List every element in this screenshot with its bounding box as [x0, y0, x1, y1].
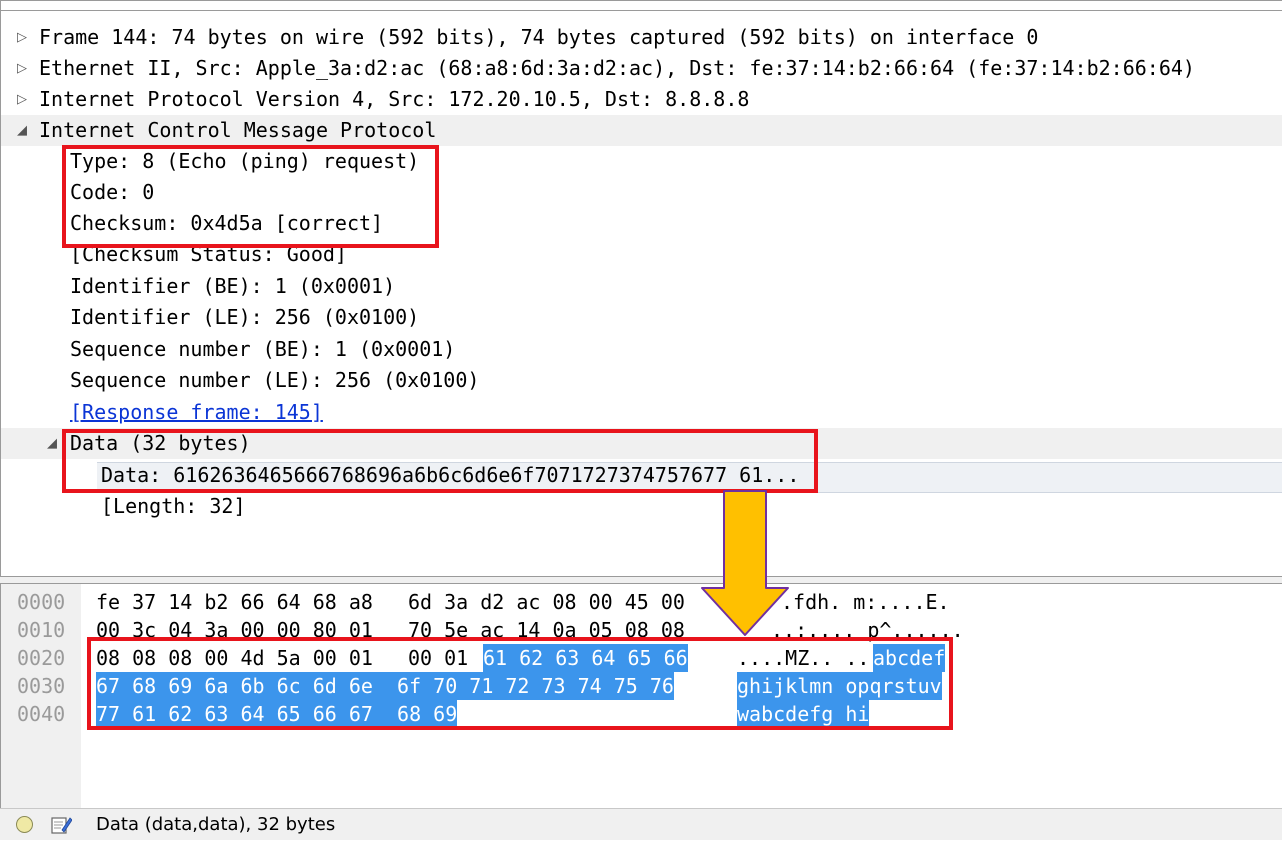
tree-row-icmp-checksum[interactable]: Checksum: 0x4d5a [correct]	[70, 211, 384, 235]
hex-row[interactable]: 0010 00 3c 04 3a 00 00 80 01 70 5e ac 14…	[1, 616, 1282, 644]
tree-row-sequence-le[interactable]: Sequence number (LE): 256 (0x0100)	[70, 368, 480, 392]
tree-row-data-section[interactable]: ◢ Data (32 bytes)	[1, 428, 1282, 459]
hex-bytes[interactable]: 08 08 08 00 4d 5a 00 01	[96, 646, 373, 670]
hex-offset: 0020	[17, 646, 66, 670]
offset-gutter	[1, 584, 81, 808]
tree-row-identifier-be[interactable]: Identifier (BE): 1 (0x0001)	[70, 274, 396, 298]
expert-info-led-icon[interactable]	[16, 816, 33, 833]
tree-row-frame[interactable]: ▷ Frame 144: 74 bytes on wire (592 bits)…	[1, 22, 1282, 53]
tree-row-checksum-status[interactable]: [Checksum Status: Good]	[70, 242, 347, 266]
tree-row-icmp[interactable]: ◢ Internet Control Message Protocol	[1, 115, 1282, 146]
tree-row-data-field[interactable]: Data: 6162636465666768696a6b6c6d6e6f7071…	[101, 463, 800, 487]
hex-row[interactable]: 0000 fe 37 14 b2 66 64 68 a8 6d 3a d2 ac…	[1, 588, 1282, 616]
ascii-bytes-selected[interactable]: wabcdefg hi	[737, 700, 870, 728]
hex-row[interactable]: 0020 08 08 08 00 4d 5a 00 01 00 01 61 62…	[1, 644, 1282, 672]
status-bar: Data (data,data), 32 bytes	[0, 808, 1282, 840]
hex-row[interactable]: 0030 67 68 69 6a 6b 6c 6d 6e 6f 70 71 72…	[1, 672, 1282, 700]
ascii-bytes[interactable]: .fdh. m:....E.	[781, 590, 950, 614]
hex-offset: 0040	[17, 702, 66, 726]
packet-details-pane: ▷ Frame 144: 74 bytes on wire (592 bits)…	[0, 0, 1282, 576]
annotation-down-arrow-icon	[701, 490, 789, 636]
ascii-bytes[interactable]: ....MZ.. ..	[737, 646, 870, 670]
collapse-triangle-icon[interactable]: ◢	[47, 436, 57, 451]
hex-bytes[interactable]: 00 3c 04 3a 00 00 80 01	[96, 618, 373, 642]
hex-bytes-selected[interactable]: 77 61 62 63 64 65 66 67 68 69	[96, 700, 458, 728]
ascii-bytes-selected[interactable]: ghijklmn opqrstuv	[737, 672, 942, 700]
packet-bytes-pane: 0000 fe 37 14 b2 66 64 68 a8 6d 3a d2 ac…	[0, 584, 1282, 808]
ascii-bytes-selected[interactable]: abcdef	[873, 644, 946, 672]
collapse-triangle-icon[interactable]: ◢	[17, 123, 27, 138]
hex-bytes[interactable]: fe 37 14 b2 66 64 68 a8	[96, 590, 373, 614]
expand-triangle-icon[interactable]: ▷	[17, 30, 27, 45]
hex-offset: 0000	[17, 590, 66, 614]
tree-row-icmp-code[interactable]: Code: 0	[70, 180, 155, 204]
hex-offset: 0030	[17, 674, 66, 698]
hex-bytes[interactable]: 00 01	[408, 646, 469, 670]
tree-row-data-length[interactable]: [Length: 32]	[101, 494, 246, 518]
tree-row-response-frame[interactable]: [Response frame: 145]	[1, 397, 1282, 428]
tree-row-identifier-le[interactable]: Identifier (LE): 256 (0x0100)	[70, 305, 420, 329]
selected-field-highlight	[97, 462, 1282, 493]
pane-splitter-handle[interactable]	[0, 576, 1282, 584]
expand-triangle-icon[interactable]: ▷	[17, 92, 27, 107]
status-text: Data (data,data), 32 bytes	[96, 814, 336, 835]
tree-row-icmp-type[interactable]: Type: 8 (Echo (ping) request)	[70, 149, 420, 173]
tree-row-ipv4[interactable]: ▷ Internet Protocol Version 4, Src: 172.…	[1, 84, 1282, 115]
expand-triangle-icon[interactable]: ▷	[17, 61, 27, 76]
hex-bytes-selected[interactable]: 67 68 69 6a 6b 6c 6d 6e 6f 70 71 72 73 7…	[96, 672, 674, 700]
hex-bytes-selected[interactable]: 61 62 63 64 65 66	[483, 644, 688, 672]
hex-offset: 0010	[17, 618, 66, 642]
pane-top-border	[1, 10, 1282, 11]
response-frame-link[interactable]: [Response frame: 145]	[70, 400, 323, 424]
tree-row-ethernet[interactable]: ▷ Ethernet II, Src: Apple_3a:d2:ac (68:a…	[1, 53, 1282, 84]
hex-bytes[interactable]: 6d 3a d2 ac 08 00 45 00	[408, 590, 685, 614]
hex-bytes[interactable]: 70 5e ac 14 0a 05 08 08	[408, 618, 685, 642]
tree-row-sequence-be[interactable]: Sequence number (BE): 1 (0x0001)	[70, 337, 456, 361]
hex-row[interactable]: 0040 77 61 62 63 64 65 66 67 68 69 wabcd…	[1, 700, 1282, 728]
capture-comment-pencil-icon[interactable]	[50, 815, 72, 835]
